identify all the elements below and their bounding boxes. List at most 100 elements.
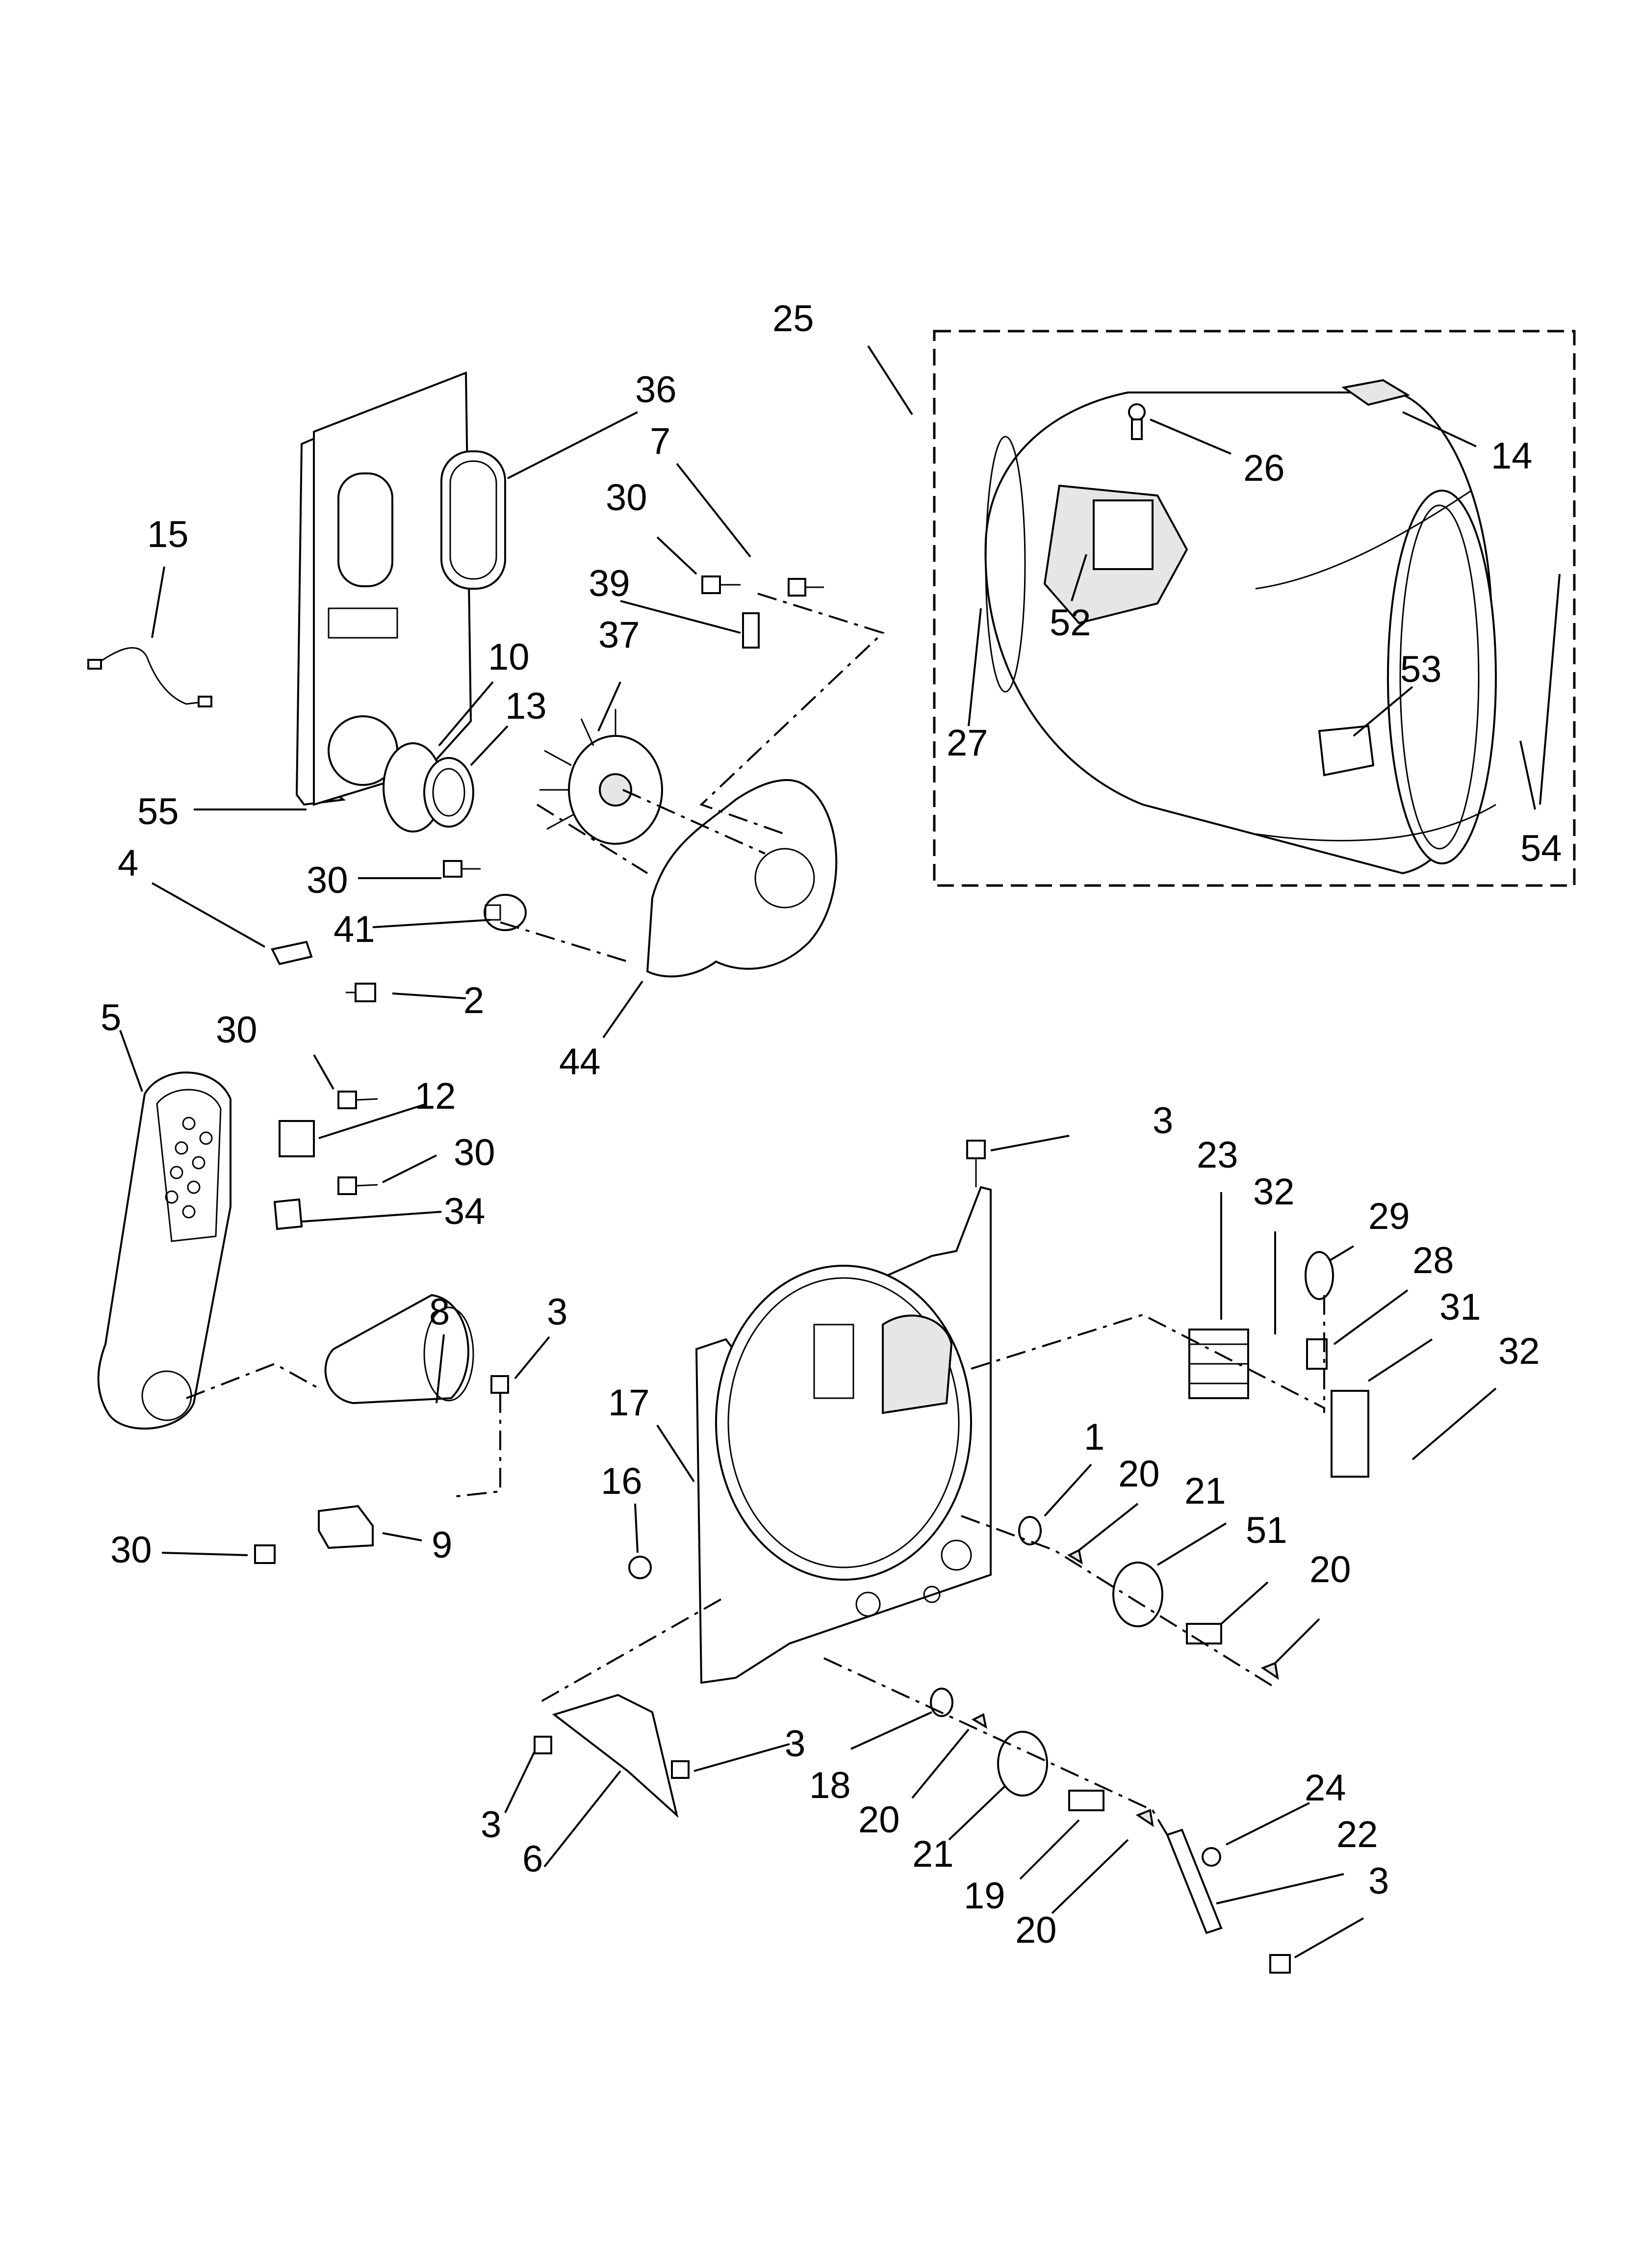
callout-17: 17 (608, 1382, 650, 1424)
callout-3: 3 (1368, 1860, 1389, 1902)
callout-15: 15 (147, 514, 189, 555)
callout-2: 2 (463, 980, 484, 1021)
screw-3e (1269, 1954, 1291, 1974)
igniter-29 (1305, 1251, 1334, 1300)
screw-3b (490, 1375, 509, 1394)
leader-lines (119, 345, 1561, 1958)
screw-30a (701, 575, 741, 594)
flame-sensor-bracket-31 (1331, 1390, 1369, 1478)
callout-25: 25 (772, 298, 814, 339)
callout-20: 20 (1309, 1549, 1351, 1590)
screw-30d (337, 1176, 378, 1195)
callout-30: 30 (606, 477, 647, 519)
screw-30e (254, 1544, 276, 1564)
screw-2 (346, 983, 376, 1002)
drum-lifter-53 (1318, 725, 1375, 777)
callout-6: 6 (522, 1838, 543, 1880)
screw-26 (1128, 403, 1146, 440)
screw-7 (788, 578, 824, 597)
duct-seal-36 (440, 450, 506, 590)
callout-3: 3 (481, 1804, 501, 1846)
roller-bracket-22 (1166, 1828, 1223, 1934)
callout-32: 32 (1253, 1171, 1295, 1213)
callout-28: 28 (1412, 1240, 1454, 1281)
alignment-lines-heater (186, 1362, 501, 1497)
sensor-28 (1306, 1338, 1328, 1370)
screw-3c (671, 1760, 690, 1779)
callout-51: 51 (1246, 1510, 1287, 1551)
callout-30: 30 (216, 1009, 257, 1051)
alignment-lines-lower (539, 1295, 1325, 1836)
callout-3: 3 (547, 1291, 567, 1333)
bracket-9 (318, 1505, 374, 1549)
alignment-lines-upper (500, 593, 885, 963)
blower-housing-44 (646, 779, 838, 978)
callout-1: 1 (1084, 1416, 1104, 1458)
callout-3: 3 (1153, 1100, 1173, 1142)
callout-22: 22 (1336, 1814, 1378, 1855)
callout-44: 44 (559, 1041, 601, 1083)
bracket-39 (742, 612, 760, 649)
callout-30: 30 (454, 1132, 495, 1173)
callout-18: 18 (809, 1765, 851, 1806)
callout-29: 29 (1368, 1196, 1410, 1237)
roller-shaft-upper (1018, 1516, 1279, 1680)
clip-34 (273, 1198, 303, 1230)
callout-20: 20 (1015, 1909, 1057, 1951)
screw-3a (966, 1140, 986, 1187)
callout-30: 30 (110, 1529, 152, 1571)
callout-26: 26 (1243, 447, 1285, 489)
callout-52: 52 (1050, 602, 1091, 644)
callout-13: 13 (505, 685, 547, 727)
callouts: 25 36 7 30 39 37 15 10 13 55 4 30 41 2 4… (101, 298, 1562, 1951)
drum-assembly-box (933, 330, 1576, 887)
thermal-fuse-41 (484, 894, 527, 931)
callout-14: 14 (1491, 435, 1533, 477)
callout-53: 53 (1400, 649, 1442, 690)
screw-3d (534, 1736, 552, 1754)
screw-30b (443, 860, 481, 878)
callout-12: 12 (414, 1075, 456, 1117)
callout-24: 24 (1305, 1767, 1346, 1809)
callout-7: 7 (650, 420, 670, 462)
callout-9: 9 (432, 1524, 452, 1566)
roller-shaft-lower (930, 1688, 1154, 1827)
callout-3: 3 (785, 1723, 805, 1765)
igniter-bracket-12 (279, 1120, 315, 1157)
callout-4: 4 (118, 842, 138, 884)
callout-19: 19 (964, 1875, 1005, 1917)
callout-27: 27 (947, 722, 988, 764)
callout-5: 5 (101, 997, 121, 1039)
callout-55: 55 (137, 791, 179, 833)
rear-duct-panel (295, 371, 472, 806)
drum-clip-14 (1341, 379, 1411, 406)
callout-16: 16 (601, 1460, 642, 1502)
callout-20: 20 (858, 1799, 900, 1841)
callout-31: 31 (1439, 1286, 1481, 1328)
burner-tube-8 (324, 1294, 474, 1405)
callout-34: 34 (444, 1191, 486, 1232)
callout-23: 23 (1197, 1134, 1238, 1176)
nut-16 (628, 1556, 652, 1579)
screw-30c (337, 1091, 378, 1109)
callout-41: 41 (334, 909, 375, 950)
callout-30: 30 (307, 860, 348, 901)
callout-20: 20 (1118, 1453, 1160, 1495)
valve-bracket-6 (552, 1694, 679, 1818)
wire-harness-15 (87, 647, 212, 707)
callout-8: 8 (429, 1291, 450, 1333)
callout-21: 21 (1184, 1470, 1226, 1512)
callout-21: 21 (912, 1833, 954, 1875)
callout-37: 37 (598, 614, 640, 656)
blower-wheel-37 (539, 709, 663, 845)
ring-13 (423, 757, 474, 828)
callout-10: 10 (488, 636, 530, 678)
callout-36: 36 (635, 369, 677, 411)
callout-39: 39 (589, 563, 630, 604)
rear-panel-17 (695, 1186, 992, 1684)
heater-duct-5 (97, 1071, 231, 1430)
callout-32: 32 (1498, 1330, 1540, 1372)
callout-54: 54 (1520, 828, 1562, 869)
bracket-4 (271, 940, 313, 965)
